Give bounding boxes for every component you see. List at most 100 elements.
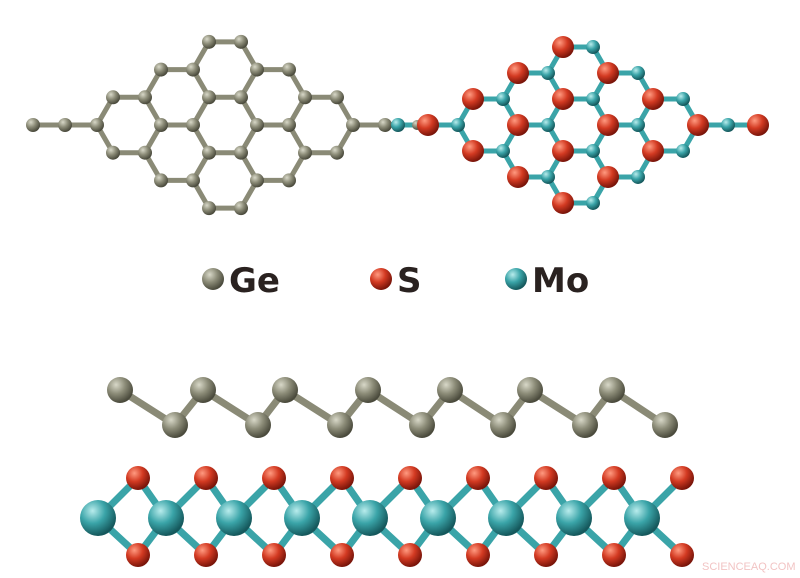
ge-atom [202,90,216,105]
s-atom [552,36,574,59]
ge-atom [330,90,344,105]
s-atom [552,139,574,162]
mo-atom [391,118,405,132]
s-atom [552,191,574,214]
ge-atom [186,173,200,188]
ge-atom [186,118,200,132]
s-atom [687,114,709,136]
mo-atom [496,92,510,107]
ge-atom [154,62,168,77]
legend-s-swatch [370,268,392,290]
ge-atom [202,34,216,49]
ge-atom [202,201,216,216]
ge-atom [26,118,40,132]
mo-atom [721,118,735,132]
ge-atom [190,377,216,403]
mo-atom [352,500,388,536]
ge-atom [437,377,463,403]
s-atom [462,88,484,111]
s-atom [642,139,664,162]
s-atom [466,466,490,490]
s-atom [398,543,422,567]
s-atom [597,62,619,85]
ge-atom [250,118,264,132]
s-atom [552,88,574,111]
ge-atom [298,90,312,105]
mo-atom [541,118,555,132]
s-atom [417,114,439,136]
ge-atom [599,377,625,403]
ge-atom [154,173,168,188]
mo-atom [676,143,690,158]
mo-atom [541,66,555,81]
mo-atom [496,143,510,158]
ge-atom [490,412,516,438]
s-atom [194,543,218,567]
mo-atom [216,500,252,536]
mo-atom [541,169,555,184]
ge-atom [138,90,152,105]
mo-atom [586,195,600,210]
legend: Ge S Mo [202,261,589,301]
s-atom [507,114,529,136]
s-atom [670,466,694,490]
ge-atom [106,145,120,160]
s-atom [126,543,150,567]
ge-atom [106,90,120,105]
mo-atom [631,118,645,132]
mo-atom [148,500,184,536]
ge-atom [186,62,200,77]
legend-mo-swatch [505,268,527,290]
s-atom [126,466,150,490]
mo-atom [420,500,456,536]
mo-atom [488,500,524,536]
s-atom [262,543,286,567]
ge-atom [282,62,296,77]
ge-atom [355,377,381,403]
watermark: SCIENCEAQ.COM [702,561,796,573]
ge-atom [234,90,248,105]
atoms [26,34,769,567]
ge-atom [327,412,353,438]
ge-atom [245,412,271,438]
ge-atom [234,34,248,49]
s-atom [602,466,626,490]
s-atom [507,62,529,85]
s-atom [747,114,769,136]
ge-atom [572,412,598,438]
s-atom [642,88,664,111]
ge-atom [346,118,360,132]
legend-mo-label: Mo [532,261,589,301]
s-atom [330,466,354,490]
ge-atom [250,62,264,77]
s-atom [194,466,218,490]
mo-atom [556,500,592,536]
s-atom [597,114,619,136]
mo-atom [451,118,465,132]
ge-atom [234,145,248,160]
mo-atom [586,92,600,107]
s-atom [602,543,626,567]
s-atom [670,543,694,567]
ge-atom [162,412,188,438]
ge-atom [517,377,543,403]
ge-atom [272,377,298,403]
ge-atom [330,145,344,160]
s-atom [462,139,484,162]
s-atom [534,466,558,490]
ge-atom [282,173,296,188]
mo-atom [284,500,320,536]
s-atom [466,543,490,567]
ge-atom [138,145,152,160]
mo-atom [80,500,116,536]
mo-atom [624,500,660,536]
ge-atom [409,412,435,438]
ge-atom [154,118,168,132]
ge-atom [58,118,72,132]
s-atom [534,543,558,567]
ge-atom [202,145,216,160]
ge-atom [652,412,678,438]
mo-atom [631,66,645,81]
mo-atom [586,143,600,158]
